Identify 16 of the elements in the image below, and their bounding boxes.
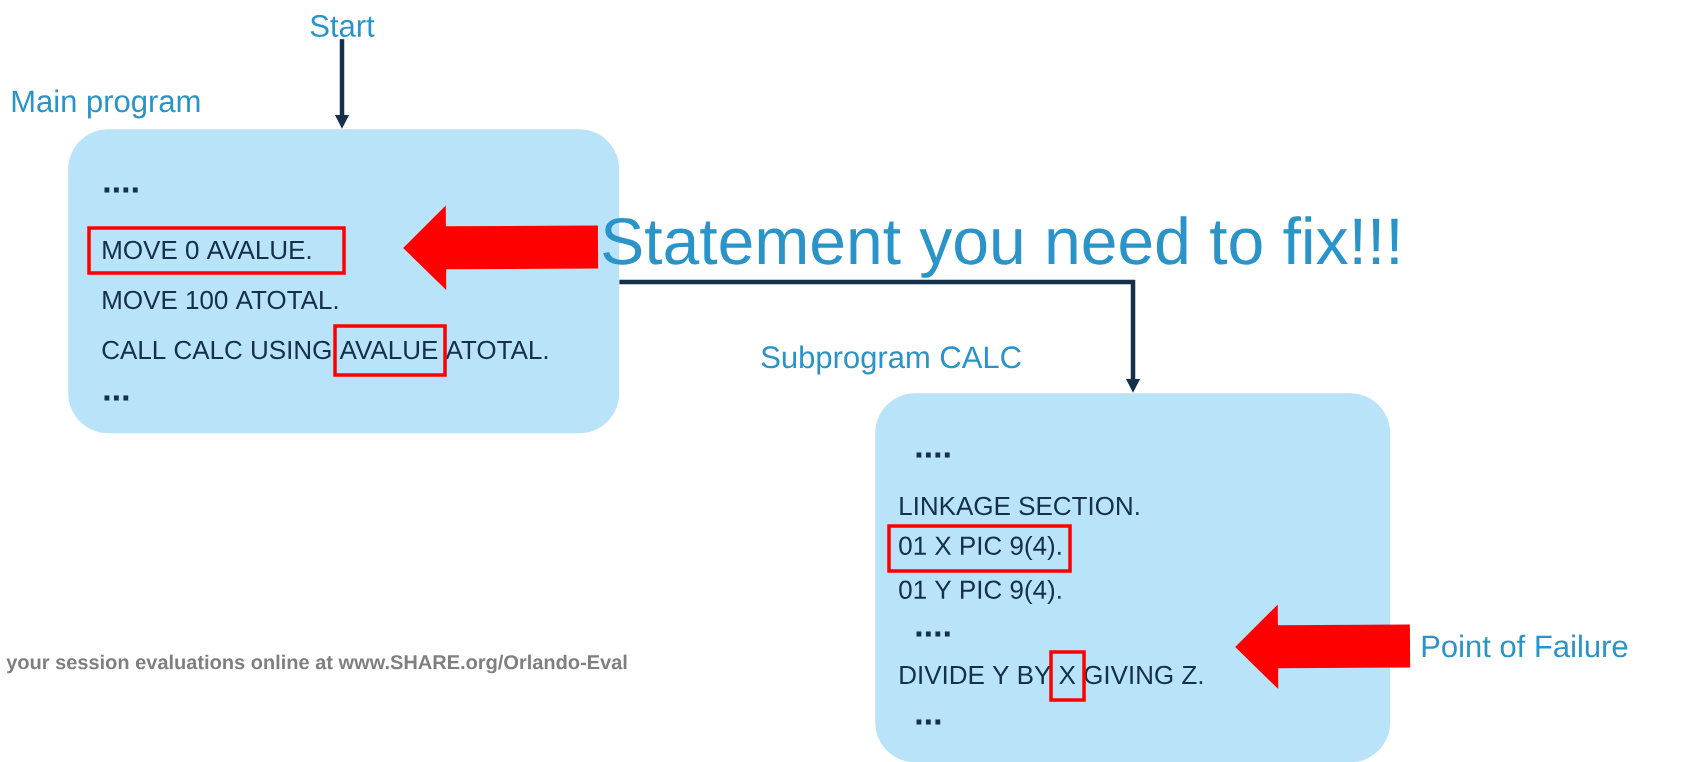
callout-text: Point of Failure (1422, 634, 1628, 658)
code-line: MOVE 100 ATOTAL. (103, 290, 338, 310)
box-heading: Subprogram CALC (761, 345, 1021, 375)
ellipsis: .... (916, 452, 950, 458)
ellipsis: .... (916, 631, 950, 637)
code-line: LINKAGE SECTION. (900, 496, 1139, 516)
callout-text: Start (310, 15, 375, 37)
code-line: 01 X PIC 9(4). (899, 535, 1061, 561)
callout-text: Statement you need to fix!!! (603, 216, 1398, 278)
code-line: 01 Y PIC 9(4). (899, 579, 1061, 605)
footer-note: your session evaluations online at www.SHARE.org/Orlando-Eval (6, 654, 627, 674)
box-heading: Main program (12, 89, 200, 119)
ellipsis: .... (104, 187, 138, 193)
ellipsis: ... (104, 395, 129, 401)
code-line: MOVE 0 AVALUE. (103, 240, 311, 260)
ellipsis: ... (916, 719, 941, 725)
